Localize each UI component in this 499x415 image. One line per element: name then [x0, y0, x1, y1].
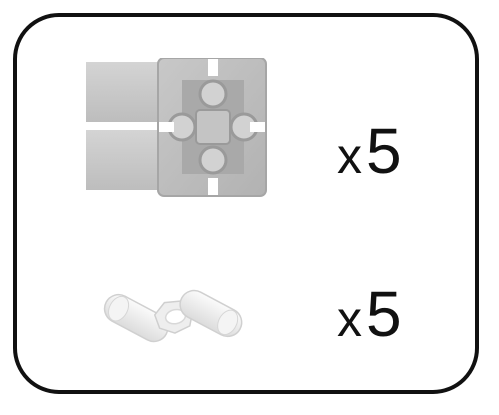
quantity-value: 5 — [366, 278, 402, 350]
item-quantity: x5 — [337, 282, 402, 346]
quantity-value: 5 — [366, 115, 402, 187]
item-quantity: x5 — [337, 119, 402, 183]
aluminum-profile-block-icon — [86, 58, 268, 198]
connector-pin-icon — [98, 275, 248, 357]
quantity-prefix: x — [337, 128, 366, 184]
quantity-prefix: x — [337, 291, 366, 347]
